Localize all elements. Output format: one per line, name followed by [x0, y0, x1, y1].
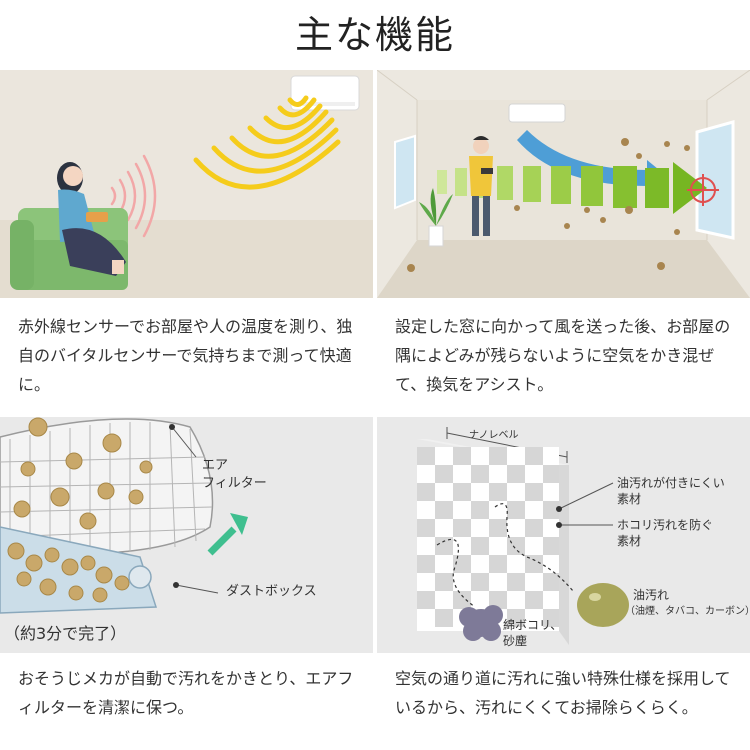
- air-conditioner-icon: [508, 103, 566, 123]
- dust-particles: [13, 417, 153, 530]
- dust-box-icon: [0, 526, 158, 614]
- air-filter-label-line2: フィルター: [202, 476, 267, 491]
- page-title: 主な機能: [294, 13, 455, 57]
- feature-cleaning-description: おそうじメカが自動で汚れをかきとり、エアフィルターを清潔に保つ。: [18, 669, 354, 717]
- man-icon: [469, 136, 493, 236]
- dust-resist-label-line2: 素材: [617, 534, 642, 548]
- cleaning-time-label: （約3分で完了）: [4, 624, 127, 643]
- cotton-dust-label-line2: 砂塵: [503, 634, 528, 648]
- coating-scene: [377, 417, 750, 653]
- dust-box-label: ダストボックス: [226, 584, 317, 599]
- oil-resist-label-line2: 素材: [617, 492, 642, 506]
- target-window-icon: [695, 120, 735, 240]
- filter-scene: [0, 417, 373, 653]
- oil-stain-label-line1: 油汚れ: [633, 588, 670, 602]
- cotton-dust-icon: [459, 605, 503, 641]
- feature-sensor-illustration: [0, 70, 373, 298]
- feature-coating-illustration: ナノレベル 油汚れが付きにくい 素材 ホコリ汚れを防ぐ 素材 油汚れ （油煙、タ…: [377, 417, 750, 653]
- nanolevel-label: ナノレベル: [469, 430, 519, 441]
- feature-sensor-description: 赤外線センサーでお部屋や人の温度を測り、独自のバイタルセンサーで気持ちまで測って…: [18, 317, 353, 394]
- feature-ventilation-illustration: [377, 70, 750, 298]
- air-filter-label-line1: エア: [202, 458, 229, 473]
- bounce-trajectories: [436, 503, 574, 608]
- woman-icon: [57, 162, 126, 276]
- sensor-scene: [0, 70, 373, 298]
- oil-stain-label-line2: （油煙、タバコ、カーボン）: [625, 606, 750, 617]
- dust-particles: [407, 138, 690, 272]
- ventilation-scene: [377, 70, 750, 298]
- window-icon: [394, 134, 416, 210]
- nano-surface-icon: [417, 447, 559, 631]
- oil-resist-label-line1: 油汚れが付きにくい: [617, 476, 725, 490]
- sensor-wave-icon: [193, 95, 341, 190]
- target-icon: [687, 174, 719, 206]
- plant-icon: [419, 188, 453, 247]
- feature-cleaning-illustration: エア フィルター ダストボックス （約3分で完了）: [0, 417, 373, 653]
- feature-coating-description: 空気の通り道に汚れに強い特殊仕様を採用しているから、汚れにくくてお掃除らくらく。: [395, 669, 731, 717]
- feature-ventilation-description: 設定した窓に向かって風を送った後、お部屋の隅によどみが残らないように空気をかき混…: [395, 317, 731, 394]
- oil-stain-icon: [577, 583, 629, 627]
- dust-resist-label-line1: ホコリ汚れを防ぐ: [617, 518, 714, 532]
- cleaning-direction-arrow-icon: [207, 513, 248, 556]
- cotton-dust-label-line1: 綿ボコリ、: [503, 618, 563, 632]
